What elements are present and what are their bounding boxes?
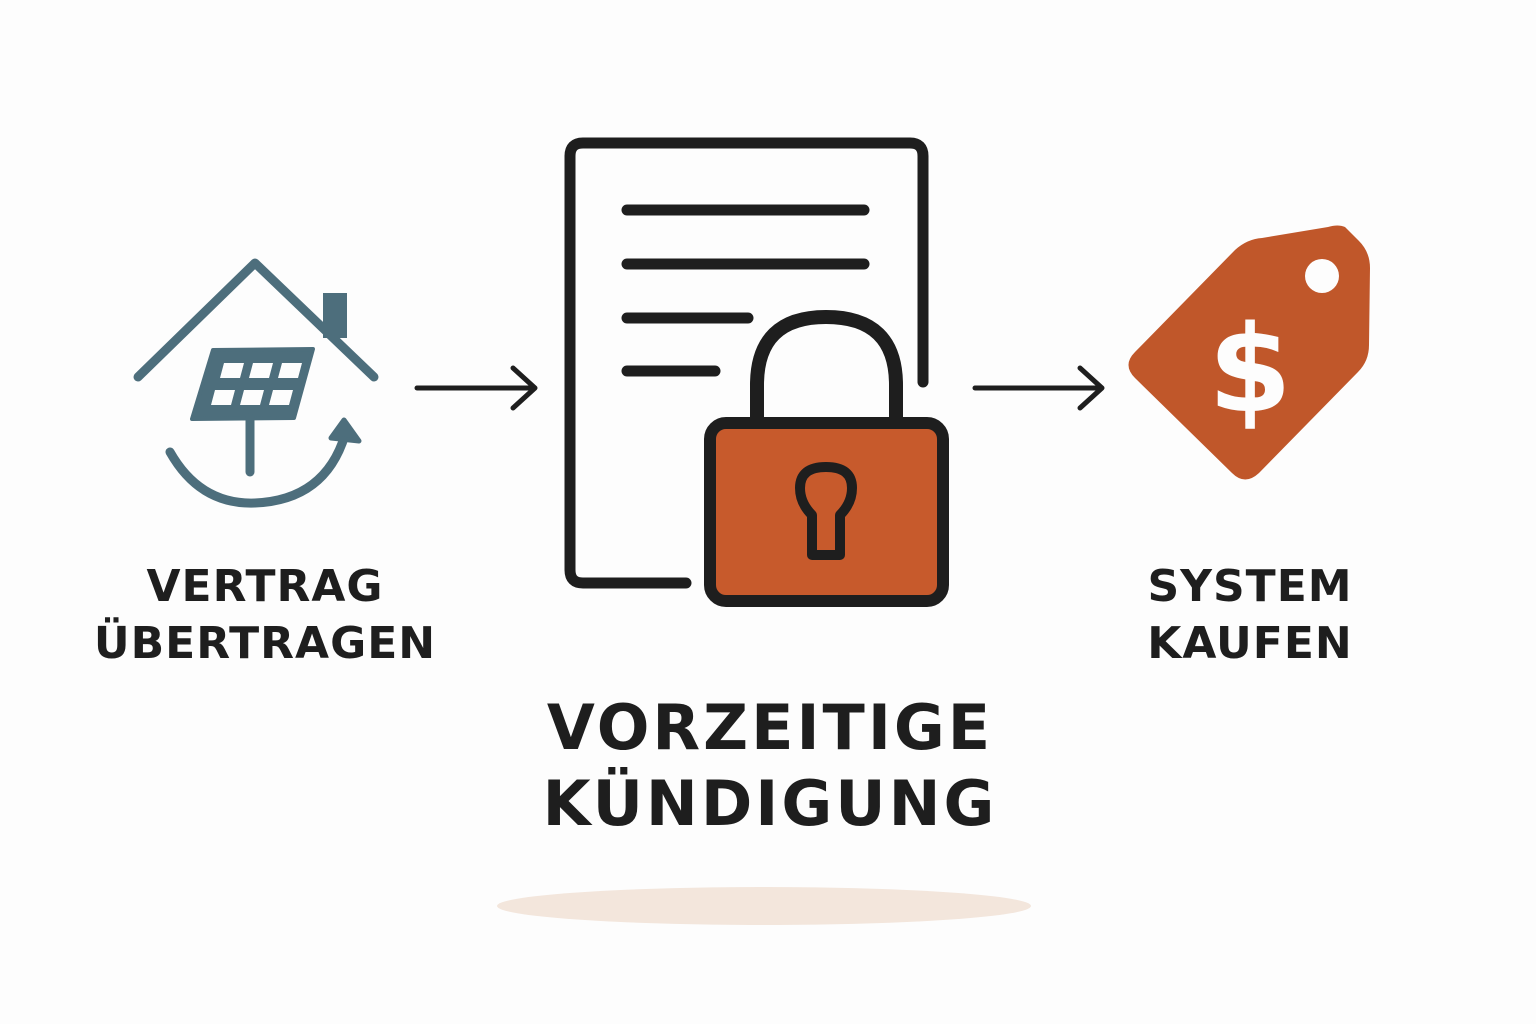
dollar-sign: $ bbox=[1208, 301, 1292, 440]
label-line: KAUFEN bbox=[1147, 618, 1353, 670]
price-tag-dollar-icon bbox=[1128, 225, 1370, 480]
label-line: SYSTEM bbox=[1147, 561, 1353, 612]
step-label-right: SYSTEM KAUFEN bbox=[1100, 558, 1400, 672]
label-line: VERTRAG bbox=[146, 561, 384, 612]
shadow-ellipse bbox=[497, 887, 1031, 925]
title-line: KÜNDIGUNG bbox=[542, 766, 998, 840]
label-line: ÜBERTRAGEN bbox=[93, 618, 437, 670]
step-label-left: VERTRAG ÜBERTRAGEN bbox=[90, 558, 440, 672]
page-title: VORZEITIGE KÜNDIGUNG bbox=[460, 690, 1080, 841]
title-line: VORZEITIGE bbox=[546, 691, 994, 764]
